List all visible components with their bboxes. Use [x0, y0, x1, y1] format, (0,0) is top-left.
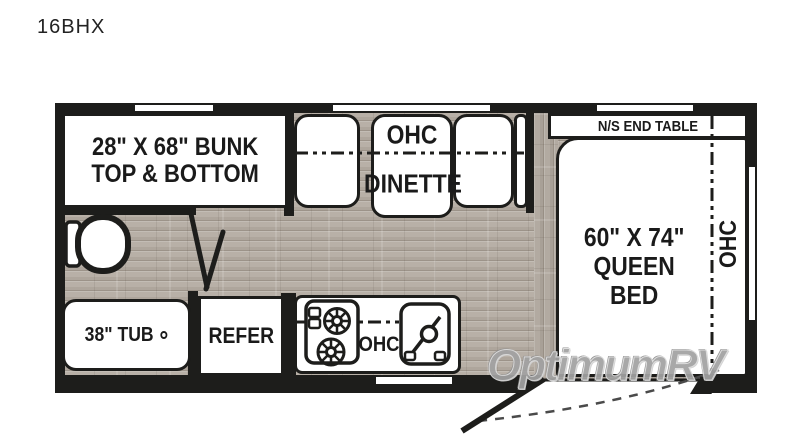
dinette-bench-right [453, 114, 514, 208]
dinette-label: DINETTE [364, 168, 462, 199]
queen-bed: 60" X 74" QUEEN BED [556, 137, 748, 377]
ns-end-table-label: N/S END TABLE [597, 117, 699, 135]
burner-2 [316, 337, 346, 367]
watermark: OptimumRV [486, 341, 725, 391]
model-title: 16BHX [37, 16, 106, 38]
dinette-ohc-label: OHC [386, 119, 438, 150]
door-marker-triangle [690, 376, 712, 394]
kitchen-ohc-label: OHC [358, 333, 400, 356]
bed-type-line1: QUEEN [593, 250, 675, 281]
wood-floor-strip [534, 113, 558, 375]
window-opening-top-3 [597, 105, 693, 111]
window-opening-top-2 [333, 105, 490, 111]
tub-label: 38" TUB [84, 323, 154, 346]
bed-size-label: 60" X 74" [583, 221, 685, 252]
burner-1 [323, 307, 351, 335]
wall-dinette-right [526, 113, 534, 213]
entry-door-swing-icon [460, 368, 720, 434]
bath-door-icon [188, 211, 226, 292]
dinette-table [371, 114, 453, 218]
stove-burners-icon [304, 299, 360, 367]
refrigerator: REFER [198, 296, 284, 376]
sink-icon [399, 302, 451, 366]
wall-under-bunk [62, 207, 196, 215]
toilet-icon [64, 214, 131, 274]
bunk-label-line1: 28" X 68" BUNK [91, 132, 259, 161]
bunk-bed: 28" X 68" BUNK TOP & BOTTOM [62, 113, 288, 208]
refer-label: REFER [208, 323, 274, 348]
window-opening-top-1 [135, 105, 213, 111]
plan-lineart [64, 116, 720, 434]
bathtub: 38" TUB [62, 299, 191, 371]
tub-drain-icon [160, 331, 169, 340]
bedroom-ohc-label: OHC [715, 219, 742, 269]
dinette-bench-end [514, 114, 528, 208]
bunk-label-line2: TOP & BOTTOM [91, 159, 259, 188]
bed-type-line2: BED [609, 279, 659, 310]
wall-refer-counter [281, 293, 296, 377]
window-opening-bottom [376, 377, 452, 384]
dinette-bench-left [294, 114, 360, 208]
floorplan: 28" X 68" BUNK TOP & BOTTOM N/S END TABL… [55, 103, 757, 434]
wall-bunk-dinette [284, 113, 294, 216]
window-opening-right [749, 167, 755, 320]
wall-tub-refer [188, 291, 198, 377]
wall-left [55, 103, 65, 393]
wall-bottom-right [700, 375, 757, 393]
